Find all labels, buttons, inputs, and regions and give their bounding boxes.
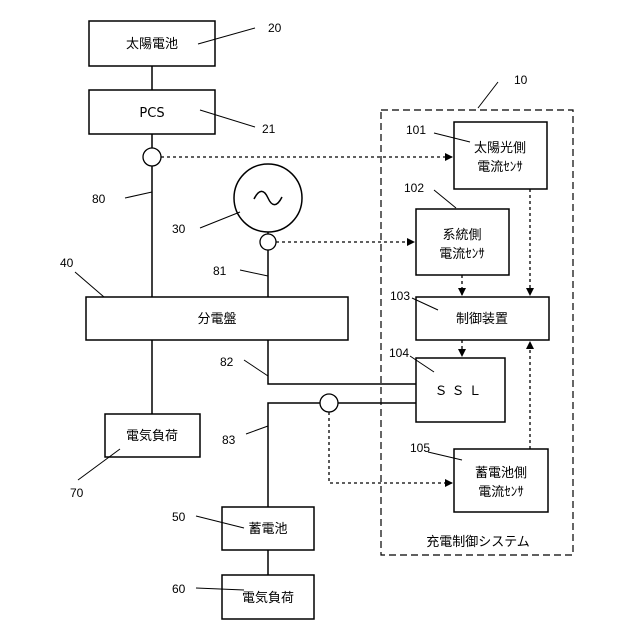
ref-60: 60	[172, 582, 186, 596]
ref-102: 102	[404, 181, 424, 195]
load-60-label: 電気負荷	[242, 590, 294, 606]
solar-sensor-label-line2: 電流ｾﾝｻ	[477, 160, 523, 175]
wire-83-b	[268, 403, 320, 507]
distribution-board-label: 分電盤	[197, 312, 236, 327]
solar-line-sensor-icon	[143, 148, 161, 166]
ref-80: 80	[92, 192, 106, 206]
ssl-label: ＳＳＬ	[434, 384, 485, 399]
solar-sensor-label-line1: 太陽光側	[474, 141, 526, 156]
ref-105: 105	[410, 441, 430, 455]
grid-line-sensor-icon	[260, 234, 276, 250]
leader-70	[78, 449, 120, 480]
ref-10: 10	[514, 73, 528, 87]
leader-83	[246, 426, 268, 434]
ref-104: 104	[389, 346, 409, 360]
load-70-label: 電気負荷	[126, 428, 178, 444]
battery-line-sensor-icon	[320, 394, 338, 412]
ref-81: 81	[213, 264, 227, 278]
controller-label: 制御装置	[456, 312, 508, 327]
leader-80	[125, 192, 152, 198]
leader-40	[75, 272, 104, 297]
leader-102	[434, 190, 456, 208]
grid-sensor-label-line2: 電流ｾﾝｻ	[439, 247, 485, 262]
ref-20: 20	[268, 21, 282, 35]
ref-103: 103	[390, 289, 410, 303]
leader-82	[244, 360, 268, 376]
ref-50: 50	[172, 510, 186, 524]
ref-83: 83	[222, 433, 236, 447]
ref-70: 70	[70, 486, 84, 500]
ref-82: 82	[220, 355, 234, 369]
ref-30: 30	[172, 222, 186, 236]
leader-30	[200, 212, 240, 228]
battery-sensor-label-line1: 蓄電池側	[475, 466, 527, 481]
solar-cell-label: 太陽電池	[126, 37, 178, 52]
pcs-label: PCS	[139, 106, 164, 121]
ref-40: 40	[60, 256, 74, 270]
ref-101: 101	[406, 123, 426, 137]
leader-10	[478, 82, 498, 108]
leader-81	[240, 270, 268, 276]
battery-sensor-label-line2: 電流ｾﾝｻ	[478, 485, 524, 500]
ref-21: 21	[262, 122, 276, 136]
storage-battery-label: 蓄電池	[248, 522, 287, 537]
grid-sensor-label-line1: 系統側	[442, 228, 481, 243]
system-name-label: 充電制御システム	[426, 534, 530, 550]
